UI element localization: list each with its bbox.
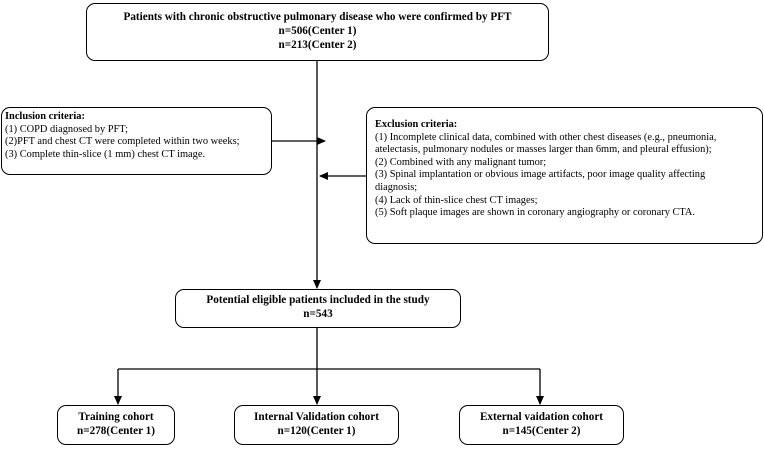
training-cohort-title: Training cohort: [78, 411, 154, 423]
exclusion-line: atelectasis, pulmonary nodules or masses…: [375, 144, 712, 156]
training-cohort-box: Training cohort n=278(Center 1): [57, 405, 175, 445]
inclusion-heading: Inclusion criteria:: [5, 111, 85, 122]
exclusion-heading: Exclusion criteria:: [375, 119, 458, 130]
exclusion-line: (1) Incomplete clinical data, combined w…: [375, 131, 717, 143]
copd-patients-title: Patients with chronic obstructive pulmon…: [123, 11, 512, 23]
potential-eligible-title: Potential eligible patients included in …: [206, 294, 430, 306]
internal-validation-cohort-box: Internal Validation cohort n=120(Center …: [234, 405, 399, 445]
center2-count: n=213(Center 2): [278, 39, 357, 51]
exclusion-line: (4) Lack of thin-slice chest CT images;: [375, 194, 538, 206]
external-validation-title: External vaidation cohort: [479, 411, 604, 423]
internal-validation-count: n=120(Center 1): [277, 425, 356, 437]
copd-patients-box: Patients with chronic obstructive pulmon…: [86, 3, 549, 61]
exclusion-line: diagnosis;: [375, 181, 418, 193]
training-cohort-count: n=278(Center 1): [77, 425, 155, 437]
inclusion-item: (2)PFT and chest CT were completed withi…: [5, 136, 240, 148]
exclusion-line: (3) Spinal implantation or obvious image…: [375, 169, 706, 181]
external-validation-cohort-box: External vaidation cohort n=145(Center 2…: [459, 405, 624, 445]
external-validation-count: n=145(Center 2): [502, 425, 581, 437]
inclusion-item: (1) COPD diagnosed by PFT;: [5, 123, 128, 135]
potential-eligible-count: n=543: [303, 308, 333, 320]
internal-validation-title: Internal Validation cohort: [254, 411, 379, 423]
potential-eligible-box: Potential eligible patients included in …: [175, 289, 461, 328]
center1-count: n=506(Center 1): [278, 25, 357, 37]
inclusion-criteria-box: Inclusion criteria: (1) COPD diagnosed b…: [1, 107, 272, 175]
exclusion-line: (2) Combined with any malignant tumor;: [375, 156, 547, 168]
inclusion-item: (3) Complete thin-slice (1 mm) chest CT …: [5, 148, 206, 160]
exclusion-line: (5) Soft plaque images are shown in coro…: [375, 207, 696, 219]
exclusion-criteria-box: Exclusion criteria: (1) Incomplete clini…: [366, 107, 763, 244]
